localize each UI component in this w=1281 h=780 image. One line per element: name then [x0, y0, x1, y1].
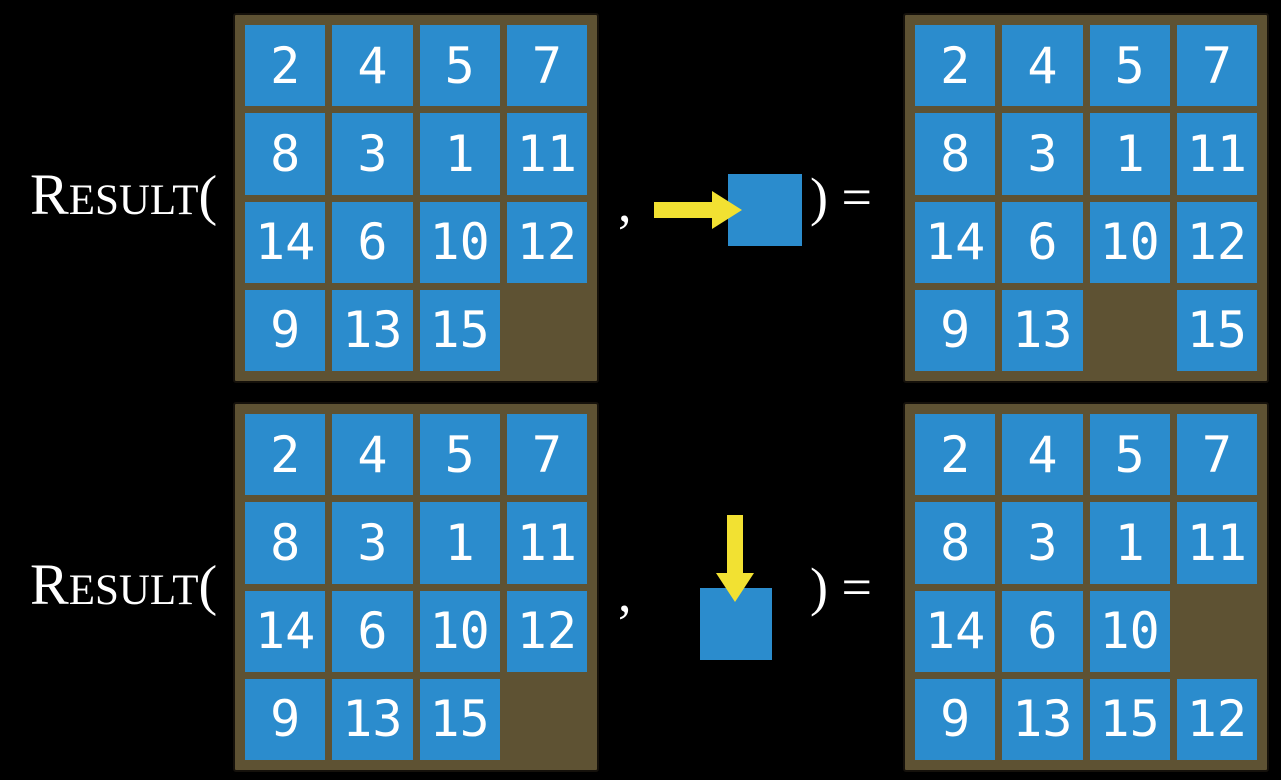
puzzle-cell: 2 — [915, 25, 996, 107]
puzzle-cell: 11 — [1176, 113, 1257, 195]
close-paren-equals: ) = — [810, 167, 872, 227]
open-paren: ( — [198, 165, 218, 227]
puzzle-cell: 3 — [332, 113, 413, 195]
puzzle-cell: 6 — [1002, 590, 1083, 672]
right-arrow-icon — [654, 191, 742, 229]
puzzle-cell: 1 — [419, 113, 500, 195]
puzzle-cell: 9 — [915, 289, 996, 371]
close-paren-equals: ) = — [810, 557, 872, 617]
puzzle-blank-cell — [507, 290, 587, 371]
open-paren: ( — [198, 555, 218, 617]
result-label-smallcaps: ESULT — [68, 177, 199, 224]
puzzle-cell: 11 — [1176, 502, 1257, 584]
puzzle-cell: 8 — [915, 113, 996, 195]
puzzle-cell: 12 — [506, 590, 587, 672]
puzzle-cell: 10 — [419, 201, 500, 283]
puzzle-cell: 14 — [245, 201, 326, 283]
puzzle-cell: 14 — [915, 201, 996, 283]
puzzle-cell: 1 — [1089, 113, 1170, 195]
puzzle-cell: 4 — [332, 25, 413, 107]
puzzle-cell: 4 — [1002, 25, 1083, 107]
puzzle-cell: 7 — [1176, 25, 1257, 107]
result-label-smallcaps: ESULT — [68, 567, 199, 614]
board-after-row1: 2 4 5 7 8 3 1 11 14 6 10 12 9 13 15 — [903, 13, 1269, 383]
puzzle-cell: 5 — [419, 414, 500, 496]
puzzle-cell: 3 — [1002, 113, 1083, 195]
down-arrow-icon — [716, 515, 754, 602]
puzzle-cell: 8 — [245, 502, 326, 584]
puzzle-cell: 9 — [915, 678, 996, 760]
puzzle-cell: 15 — [419, 289, 500, 371]
puzzle-cell: 6 — [332, 201, 413, 283]
board-before-row1: 2 4 5 7 8 3 1 11 14 6 10 12 9 13 15 — [233, 13, 599, 383]
puzzle-blank-cell — [1090, 290, 1170, 371]
puzzle-cell: 6 — [1002, 201, 1083, 283]
puzzle-cell: 12 — [506, 201, 587, 283]
puzzle-cell: 2 — [245, 414, 326, 496]
puzzle-cell: 12 — [1176, 201, 1257, 283]
puzzle-cell: 10 — [1089, 590, 1170, 672]
puzzle-cell: 9 — [245, 678, 326, 760]
puzzle-cell: 7 — [1176, 414, 1257, 496]
puzzle-cell: 3 — [1002, 502, 1083, 584]
puzzle-cell: 8 — [245, 113, 326, 195]
puzzle-cell: 1 — [419, 502, 500, 584]
puzzle-cell: 15 — [1089, 678, 1170, 760]
puzzle-cell: 4 — [1002, 414, 1083, 496]
puzzle-cell: 13 — [1002, 678, 1083, 760]
puzzle-cell: 5 — [1089, 414, 1170, 496]
puzzle-cell: 3 — [332, 502, 413, 584]
comma-separator: , — [618, 563, 632, 623]
puzzle-cell: 14 — [245, 590, 326, 672]
puzzle-cell: 2 — [245, 25, 326, 107]
board-after-row2: 2 4 5 7 8 3 1 11 14 6 10 9 13 15 12 — [903, 402, 1269, 772]
puzzle-cell: 13 — [332, 678, 413, 760]
result-function-label: RESULT( — [30, 165, 218, 227]
result-label-initial: R — [30, 552, 69, 617]
puzzle-cell: 15 — [1176, 289, 1257, 371]
puzzle-cell: 13 — [332, 289, 413, 371]
puzzle-blank-cell — [1177, 591, 1257, 672]
puzzle-cell: 12 — [1176, 678, 1257, 760]
result-function-label: RESULT( — [30, 555, 218, 617]
puzzle-cell: 8 — [915, 502, 996, 584]
puzzle-cell: 6 — [332, 590, 413, 672]
puzzle-cell: 4 — [332, 414, 413, 496]
puzzle-cell: 1 — [1089, 502, 1170, 584]
puzzle-cell: 14 — [915, 590, 996, 672]
puzzle-cell: 7 — [506, 25, 587, 107]
puzzle-cell: 10 — [1089, 201, 1170, 283]
puzzle-cell: 11 — [506, 113, 587, 195]
puzzle-cell: 5 — [1089, 25, 1170, 107]
puzzle-cell: 15 — [419, 678, 500, 760]
result-label-initial: R — [30, 162, 69, 227]
puzzle-cell: 2 — [915, 414, 996, 496]
puzzle-cell: 13 — [1002, 289, 1083, 371]
puzzle-cell: 9 — [245, 289, 326, 371]
comma-separator: , — [618, 173, 632, 233]
puzzle-cell: 11 — [506, 502, 587, 584]
puzzle-cell: 5 — [419, 25, 500, 107]
puzzle-cell: 7 — [506, 414, 587, 496]
puzzle-blank-cell — [507, 679, 587, 760]
board-before-row2: 2 4 5 7 8 3 1 11 14 6 10 12 9 13 15 — [233, 402, 599, 772]
puzzle-cell: 10 — [419, 590, 500, 672]
